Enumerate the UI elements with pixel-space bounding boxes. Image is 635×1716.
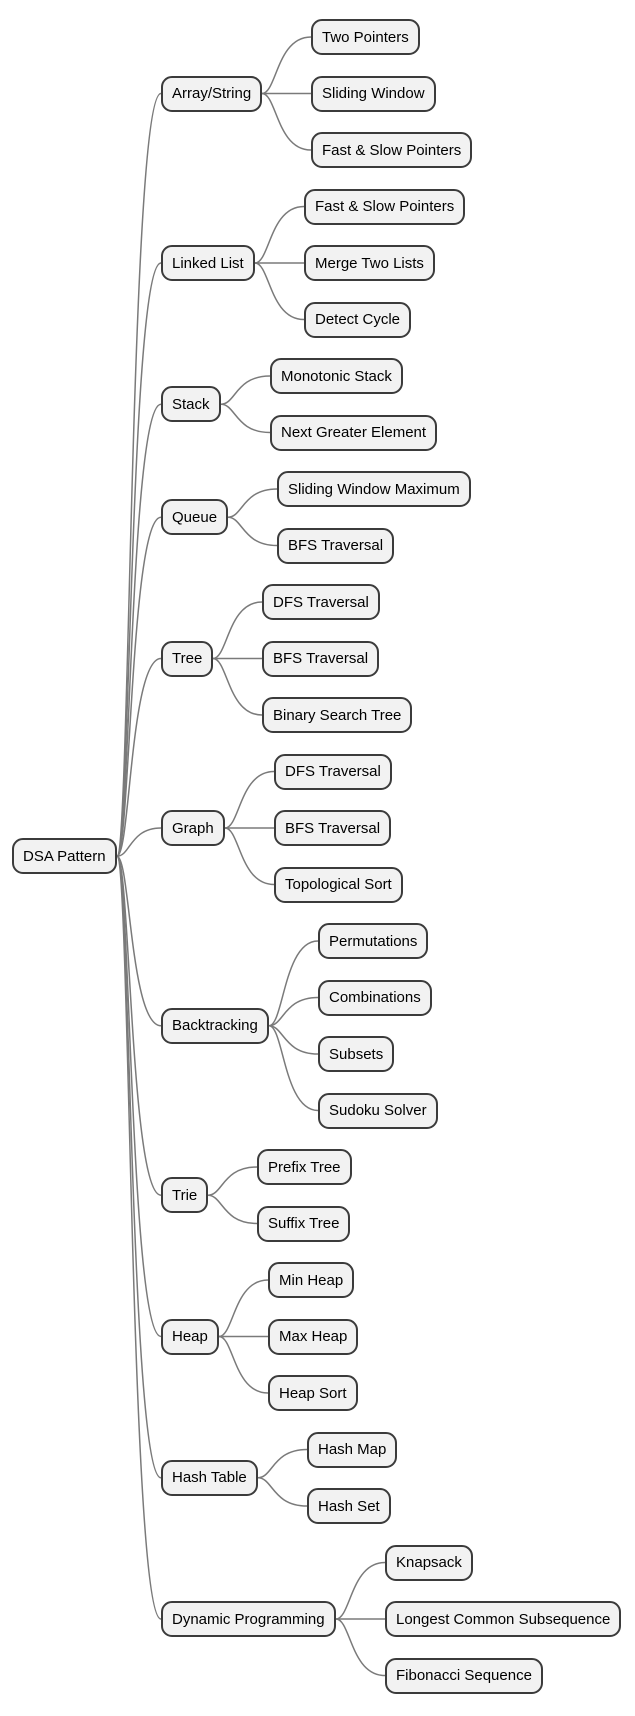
node-trie[interactable]: Trie — [161, 1177, 209, 1214]
node-bfs-traversal[interactable]: BFS Traversal — [274, 810, 392, 846]
node-dynamic-programming[interactable]: Dynamic Programming — [161, 1601, 336, 1637]
node-permutations[interactable]: Permutations — [318, 923, 429, 959]
edge-heap-min-heap — [218, 1279, 269, 1338]
node-max-heap[interactable]: Max Heap — [268, 1318, 359, 1355]
edge-dsa-pattern-dynamic-programming — [116, 855, 162, 1620]
edge-linked-list-detect-cycle — [254, 262, 305, 321]
node-queue[interactable]: Queue — [161, 499, 229, 536]
edge-dsa-pattern-array-string — [116, 92, 162, 857]
node-knapsack[interactable]: Knapsack — [385, 1544, 473, 1581]
edge-backtracking-subsets — [268, 1025, 319, 1055]
edge-hash-table-hash-set — [257, 1477, 308, 1507]
edge-array-string-two-pointers — [261, 36, 312, 95]
node-hash-table[interactable]: Hash Table — [161, 1459, 258, 1496]
edge-queue-sliding-window-maximum — [227, 488, 278, 518]
node-graph[interactable]: Graph — [161, 810, 225, 846]
edge-dynamic-programming-fibonacci-sequence — [335, 1618, 386, 1677]
node-sliding-window-maximum[interactable]: Sliding Window Maximum — [277, 471, 471, 507]
node-binary-search-tree[interactable]: Binary Search Tree — [262, 697, 413, 733]
node-sliding-window[interactable]: Sliding Window — [311, 75, 436, 112]
node-two-pointers[interactable]: Two Pointers — [311, 19, 420, 55]
node-suffix-tree[interactable]: Suffix Tree — [257, 1205, 351, 1242]
node-dfs-traversal[interactable]: DFS Traversal — [262, 584, 380, 620]
edge-dynamic-programming-knapsack — [335, 1561, 386, 1620]
edge-dsa-pattern-queue — [116, 516, 162, 857]
node-fibonacci-sequence[interactable]: Fibonacci Sequence — [385, 1657, 543, 1694]
node-fast-slow-pointers[interactable]: Fast & Slow Pointers — [311, 132, 473, 168]
node-backtracking[interactable]: Backtracking — [161, 1007, 269, 1044]
edge-hash-table-hash-map — [257, 1448, 308, 1479]
node-fast-slow-pointers[interactable]: Fast & Slow Pointers — [304, 188, 466, 225]
edge-backtracking-permutations — [268, 940, 319, 1027]
edge-dsa-pattern-backtracking — [116, 855, 162, 1027]
edge-trie-suffix-tree — [207, 1194, 258, 1225]
node-prefix-tree[interactable]: Prefix Tree — [257, 1149, 352, 1185]
node-stack[interactable]: Stack — [161, 386, 221, 423]
node-hash-map[interactable]: Hash Map — [307, 1431, 398, 1468]
node-dfs-traversal[interactable]: DFS Traversal — [274, 753, 392, 790]
node-heap-sort[interactable]: Heap Sort — [268, 1375, 358, 1411]
node-dsa-pattern[interactable]: DSA Pattern — [12, 838, 117, 875]
edge-array-string-fast-slow-pointers — [261, 92, 312, 151]
edge-dsa-pattern-tree — [116, 657, 162, 857]
node-sudoku-solver[interactable]: Sudoku Solver — [318, 1092, 438, 1129]
node-monotonic-stack[interactable]: Monotonic Stack — [270, 358, 403, 394]
edge-heap-heap-sort — [218, 1335, 269, 1394]
node-combinations[interactable]: Combinations — [318, 979, 432, 1016]
edge-backtracking-combinations — [268, 996, 319, 1027]
edge-tree-binary-search-tree — [212, 657, 263, 716]
node-topological-sort[interactable]: Topological Sort — [274, 866, 403, 903]
edge-queue-bfs-traversal — [227, 516, 278, 547]
node-hash-set[interactable]: Hash Set — [307, 1488, 391, 1524]
node-linked-list[interactable]: Linked List — [161, 245, 255, 281]
node-min-heap[interactable]: Min Heap — [268, 1262, 355, 1298]
node-array-string[interactable]: Array/String — [161, 75, 263, 112]
node-longest-common-subsequence[interactable]: Longest Common Subsequence — [385, 1601, 622, 1637]
node-subsets[interactable]: Subsets — [318, 1036, 395, 1072]
edge-trie-prefix-tree — [207, 1166, 258, 1196]
node-bfs-traversal[interactable]: BFS Traversal — [262, 640, 380, 677]
node-detect-cycle[interactable]: Detect Cycle — [304, 301, 412, 338]
edge-dsa-pattern-graph — [116, 827, 162, 857]
node-tree[interactable]: Tree — [161, 640, 214, 677]
edge-tree-dfs-traversal — [212, 601, 263, 660]
edge-linked-list-fast-slow-pointers — [254, 205, 305, 264]
edge-stack-monotonic-stack — [220, 375, 271, 405]
node-heap[interactable]: Heap — [161, 1318, 219, 1355]
edge-dsa-pattern-trie — [116, 855, 162, 1196]
edge-backtracking-sudoku-solver — [268, 1025, 319, 1112]
edge-stack-next-greater-element — [220, 403, 271, 434]
node-merge-two-lists[interactable]: Merge Two Lists — [304, 245, 435, 281]
node-bfs-traversal[interactable]: BFS Traversal — [277, 527, 395, 564]
edge-graph-dfs-traversal — [224, 770, 275, 829]
edge-graph-topological-sort — [224, 827, 275, 886]
node-next-greater-element[interactable]: Next Greater Element — [270, 414, 438, 451]
